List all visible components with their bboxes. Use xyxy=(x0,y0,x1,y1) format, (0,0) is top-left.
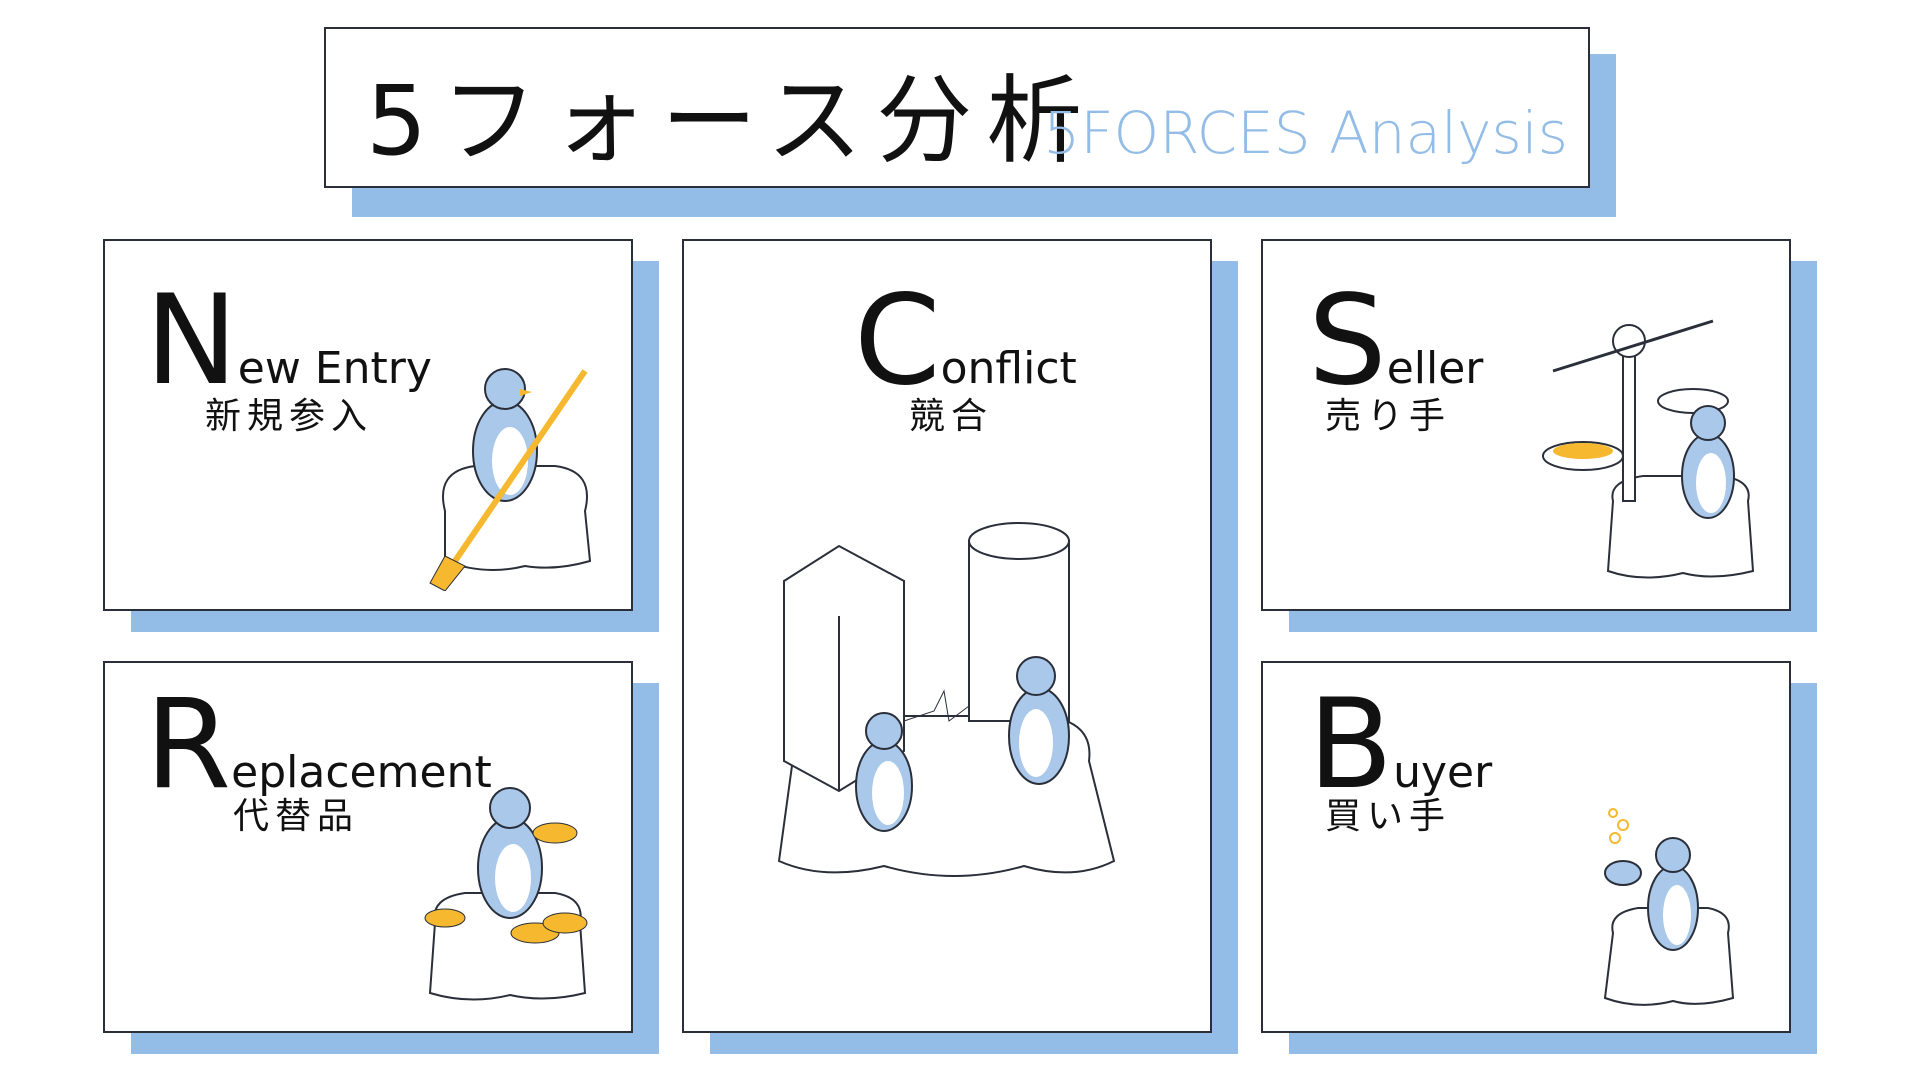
card-jp-label: 売り手 xyxy=(1325,396,1452,437)
card-heading: Seller xyxy=(1308,279,1483,403)
card-heading: Conflict xyxy=(854,279,1077,403)
card-new-entry: New Entry 新規参入 xyxy=(103,239,633,611)
card-title-rest: onflict xyxy=(940,343,1077,394)
card-initial: C xyxy=(854,269,941,413)
card-seller: Seller 売り手 xyxy=(1261,239,1791,611)
penguin-rowing-icon xyxy=(429,368,592,591)
card-replacement: Replacement 代替品 xyxy=(103,661,633,1033)
card-initial: S xyxy=(1308,269,1387,413)
page-title: 5フォース分析 xyxy=(366,65,1097,177)
card-heading: New Entry xyxy=(145,279,432,403)
card-initial: N xyxy=(145,269,238,413)
card-jp-label: 買い手 xyxy=(1325,796,1452,837)
penguin-scale-icon xyxy=(1542,319,1755,579)
card-title-rest: eplacement xyxy=(231,747,492,798)
card-title-rest: ew Entry xyxy=(237,343,432,394)
card-jp-label: 新規参入 xyxy=(205,396,374,437)
title-box: 5フォース分析 5FORCES Analysis xyxy=(324,27,1590,188)
card-initial: B xyxy=(1308,673,1394,817)
page-subtitle: 5FORCES Analysis xyxy=(1043,99,1568,167)
card-heading: Buyer xyxy=(1308,683,1492,807)
card-title-rest: uyer xyxy=(1393,747,1493,798)
card-jp-label: 代替品 xyxy=(233,796,360,837)
card-buyer: Buyer 買い手 xyxy=(1261,661,1791,1033)
penguin-fish-icon xyxy=(424,787,588,1001)
penguins-buildings-icon xyxy=(777,522,1116,877)
card-jp-label: 競合 xyxy=(909,396,994,437)
card-initial: R xyxy=(145,673,232,817)
card-title-rest: eller xyxy=(1386,343,1484,394)
card-conflict: Conflict 競合 xyxy=(682,239,1212,1033)
penguin-wallet-icon xyxy=(1603,808,1735,1006)
card-heading: Replacement xyxy=(145,683,492,807)
